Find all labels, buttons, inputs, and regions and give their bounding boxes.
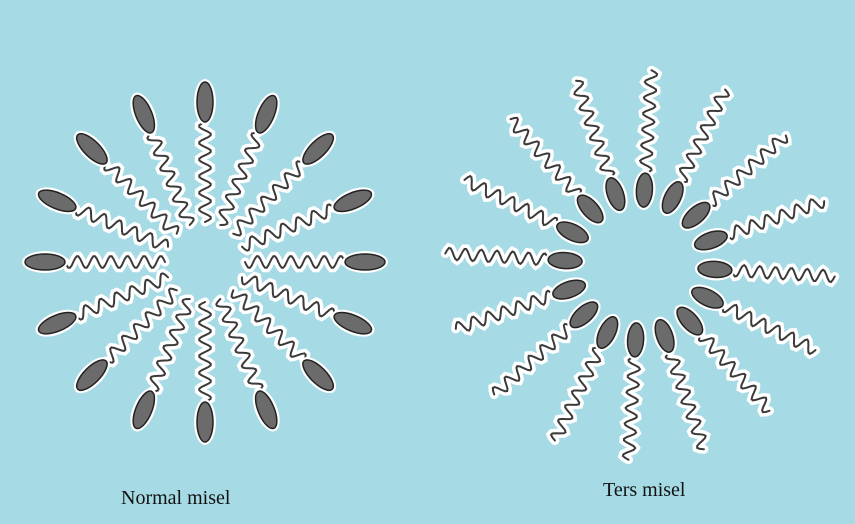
tail-halo [493,324,571,395]
reverse-micelle-caption: Ters misel [603,479,685,502]
surfactant-molecule [245,251,388,273]
surfactant-molecule [632,70,657,210]
hydrophilic-head [197,402,213,442]
surfactant-molecule [445,248,585,273]
normal-micelle [22,79,388,445]
tail-halo [709,136,787,207]
hydrophilic-head [197,82,213,122]
hydrophilic-head [345,254,385,270]
hydrophilic-head [25,254,65,270]
surfactant-molecule [125,89,194,225]
tail-halo [699,334,770,412]
surfactant-molecule [216,299,285,435]
surfactant-molecule [194,79,216,222]
surfactant-molecule [623,319,648,459]
surfactant-molecule [694,257,834,282]
surfactant-molecule [32,273,168,342]
tail-halo [511,118,582,196]
normal-micelle-caption: Normal misel [121,487,230,510]
reverse-micelle [445,70,834,459]
surfactant-molecule [22,251,165,273]
surfactant-molecule [242,182,378,251]
surfactant-molecule [194,302,216,445]
